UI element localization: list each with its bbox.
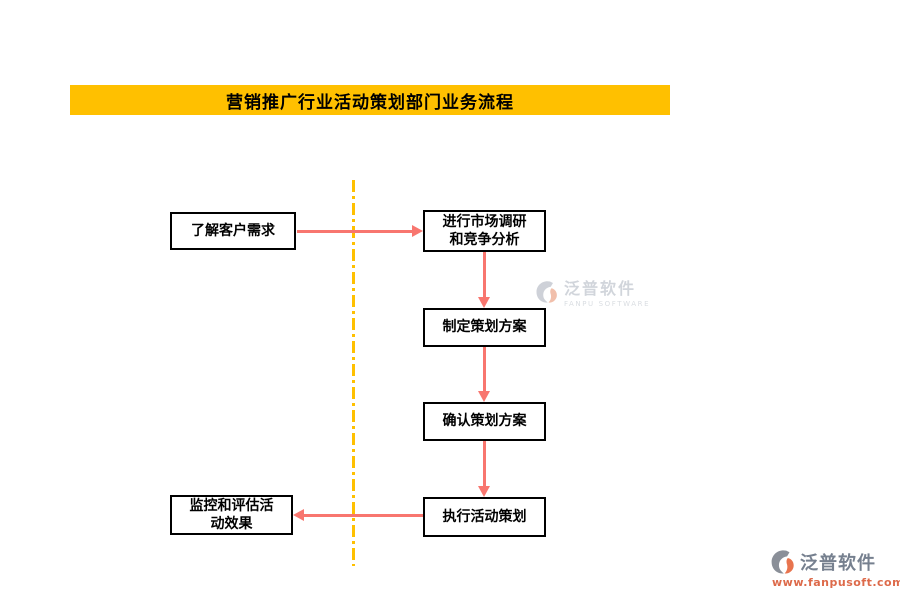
lane-divider-line (352, 180, 355, 566)
node-label: 监控和评估活 (189, 497, 274, 514)
node-monitor-evaluate: 监控和评估活 动效果 (170, 495, 293, 535)
node-label: 了解客户需求 (191, 222, 275, 239)
watermark-brand-text: 泛普软件 (564, 279, 637, 298)
title-banner: 营销推广行业活动策划部门业务流程 (70, 85, 670, 115)
node-develop-plan: 制定策划方案 (423, 308, 546, 347)
node-label: 确认策划方案 (442, 413, 527, 430)
fanpu-logo-icon (535, 280, 559, 308)
node-label: 动效果 (210, 516, 253, 532)
arrowhead-right-icon (412, 225, 423, 237)
arrowhead-down-icon (478, 297, 490, 308)
node-label: 执行活动策划 (442, 508, 527, 525)
arrow-confirm-to-execute (483, 441, 486, 487)
footer-logo: 泛普软件 www.fanpusoft.com (770, 548, 900, 592)
arrow-understand-to-research (297, 230, 413, 233)
arrowhead-down-icon (478, 391, 490, 402)
fanpu-logo-icon (770, 549, 796, 579)
node-market-research: 进行市场调研 和竞争分析 (423, 210, 546, 252)
watermark-subtitle-text: FANPU SOFTWARE (564, 299, 651, 308)
arrow-execute-to-monitor (304, 514, 423, 517)
arrowhead-down-icon (478, 486, 490, 497)
node-label: 进行市场调研 (442, 213, 527, 230)
node-execute-plan: 执行活动策划 (423, 497, 546, 537)
arrow-develop-to-confirm (483, 347, 486, 392)
footer-website-text: www.fanpusoft.com (772, 576, 900, 589)
arrowhead-left-icon (293, 509, 304, 521)
node-confirm-plan: 确认策划方案 (423, 402, 546, 441)
footer-brand-text: 泛普软件 (800, 553, 876, 574)
node-label: 和竞争分析 (449, 232, 520, 248)
page-title: 营销推广行业活动策划部门业务流程 (226, 92, 514, 113)
node-understand-customer-needs: 了解客户需求 (170, 212, 296, 250)
arrow-research-to-develop (483, 252, 486, 299)
center-watermark: 泛普软件 FANPU SOFTWARE (535, 280, 650, 308)
node-label: 制定策划方案 (442, 319, 527, 336)
